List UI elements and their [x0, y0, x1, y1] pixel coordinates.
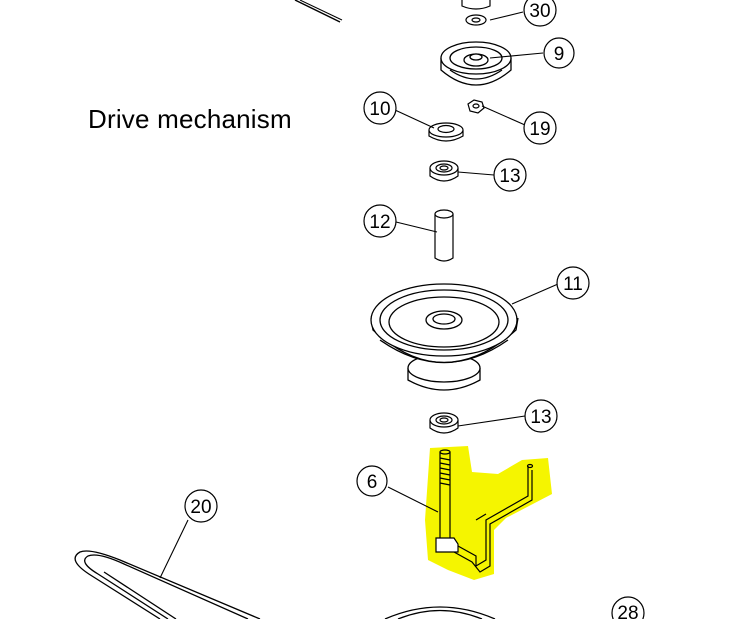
callout-19: 19 — [523, 111, 557, 145]
svg-text:12: 12 — [369, 212, 390, 233]
svg-text:10: 10 — [369, 99, 390, 120]
svg-text:13: 13 — [499, 166, 520, 187]
callout-30: 30 — [523, 0, 557, 27]
part-13-bearing-lower — [429, 412, 459, 434]
cable-fragment — [294, 0, 343, 23]
svg-text:9: 9 — [554, 44, 565, 65]
part-20-belt — [74, 550, 261, 619]
svg-text:6: 6 — [367, 472, 378, 493]
callout-10: 10 — [363, 91, 397, 125]
svg-text:20: 20 — [190, 497, 211, 518]
part-30-nut — [461, 0, 491, 26]
part-9-idler-pulley — [440, 41, 512, 86]
callout-12: 12 — [363, 204, 397, 238]
part-12-shaft — [434, 209, 454, 262]
svg-text:11: 11 — [563, 274, 583, 295]
diagram-title: Drive mechanism — [88, 104, 292, 134]
leader-lines — [159, 11, 559, 579]
svg-text:19: 19 — [529, 119, 550, 140]
part-13-bearing-upper — [429, 160, 459, 182]
part-11-drive-pulley — [370, 283, 519, 391]
callout-20: 20 — [184, 489, 218, 523]
callout-11: 11 — [556, 266, 590, 300]
part-10-bushing — [428, 122, 464, 142]
part-19-nut — [467, 99, 485, 114]
svg-text:30: 30 — [529, 1, 550, 22]
callout-13-upper: 13 — [493, 158, 527, 192]
callout-13-lower: 13 — [524, 399, 558, 433]
callout-28: 28 — [611, 596, 645, 619]
svg-text:28: 28 — [617, 603, 638, 619]
part-28-pulley — [384, 606, 496, 619]
svg-text:13: 13 — [530, 407, 551, 428]
part-6-bracket — [435, 449, 534, 573]
callout-6: 6 — [356, 465, 388, 497]
callout-9: 9 — [543, 37, 575, 69]
